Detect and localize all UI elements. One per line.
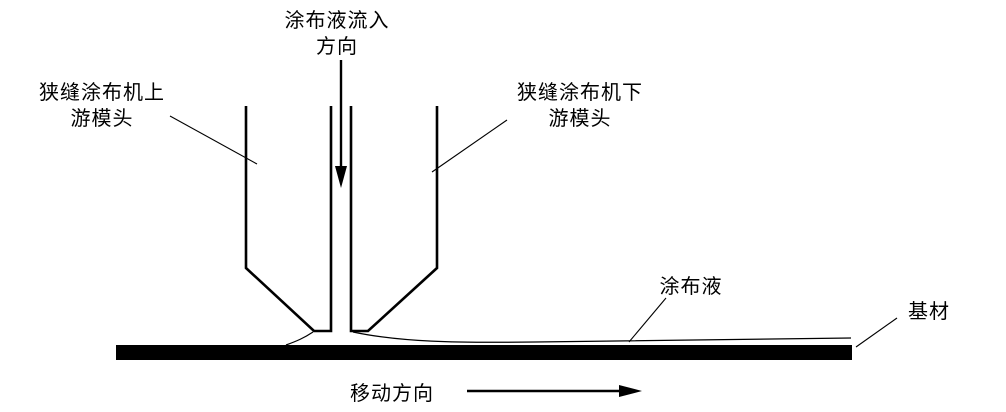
substrate-leader-line xyxy=(855,317,898,348)
downstream-die-outline xyxy=(349,106,439,333)
right-arrow-head xyxy=(619,385,642,397)
label-inflow-direction-line1: 涂布液流入 xyxy=(285,8,390,32)
coating-liquid-film-line xyxy=(352,331,852,343)
substrate-bar xyxy=(116,345,852,360)
label-upstream-die-line1: 狭缝涂布机上 xyxy=(39,80,165,104)
label-substrate: 基材 xyxy=(908,299,950,323)
upstream-die-leader-line xyxy=(169,115,258,165)
move-direction-right-arrow-icon xyxy=(467,385,642,397)
label-downstream-die-line1: 狭缝涂布机下 xyxy=(517,80,643,104)
label-move-direction: 移动方向 xyxy=(350,381,434,405)
label-coating-liquid: 涂布液 xyxy=(660,274,723,298)
label-downstream-die-line2: 游模头 xyxy=(549,106,612,130)
coating-liquid-leader-line xyxy=(628,297,667,343)
label-inflow-direction-line2: 方向 xyxy=(316,34,358,58)
label-upstream-die-line2: 游模头 xyxy=(71,106,134,130)
coating-bead-meniscus-line xyxy=(285,331,314,346)
flow-inlet-down-arrow-icon xyxy=(335,60,347,188)
upstream-die-outline xyxy=(244,106,333,333)
down-arrow-head xyxy=(335,166,347,188)
downstream-die-leader-line xyxy=(431,119,508,173)
